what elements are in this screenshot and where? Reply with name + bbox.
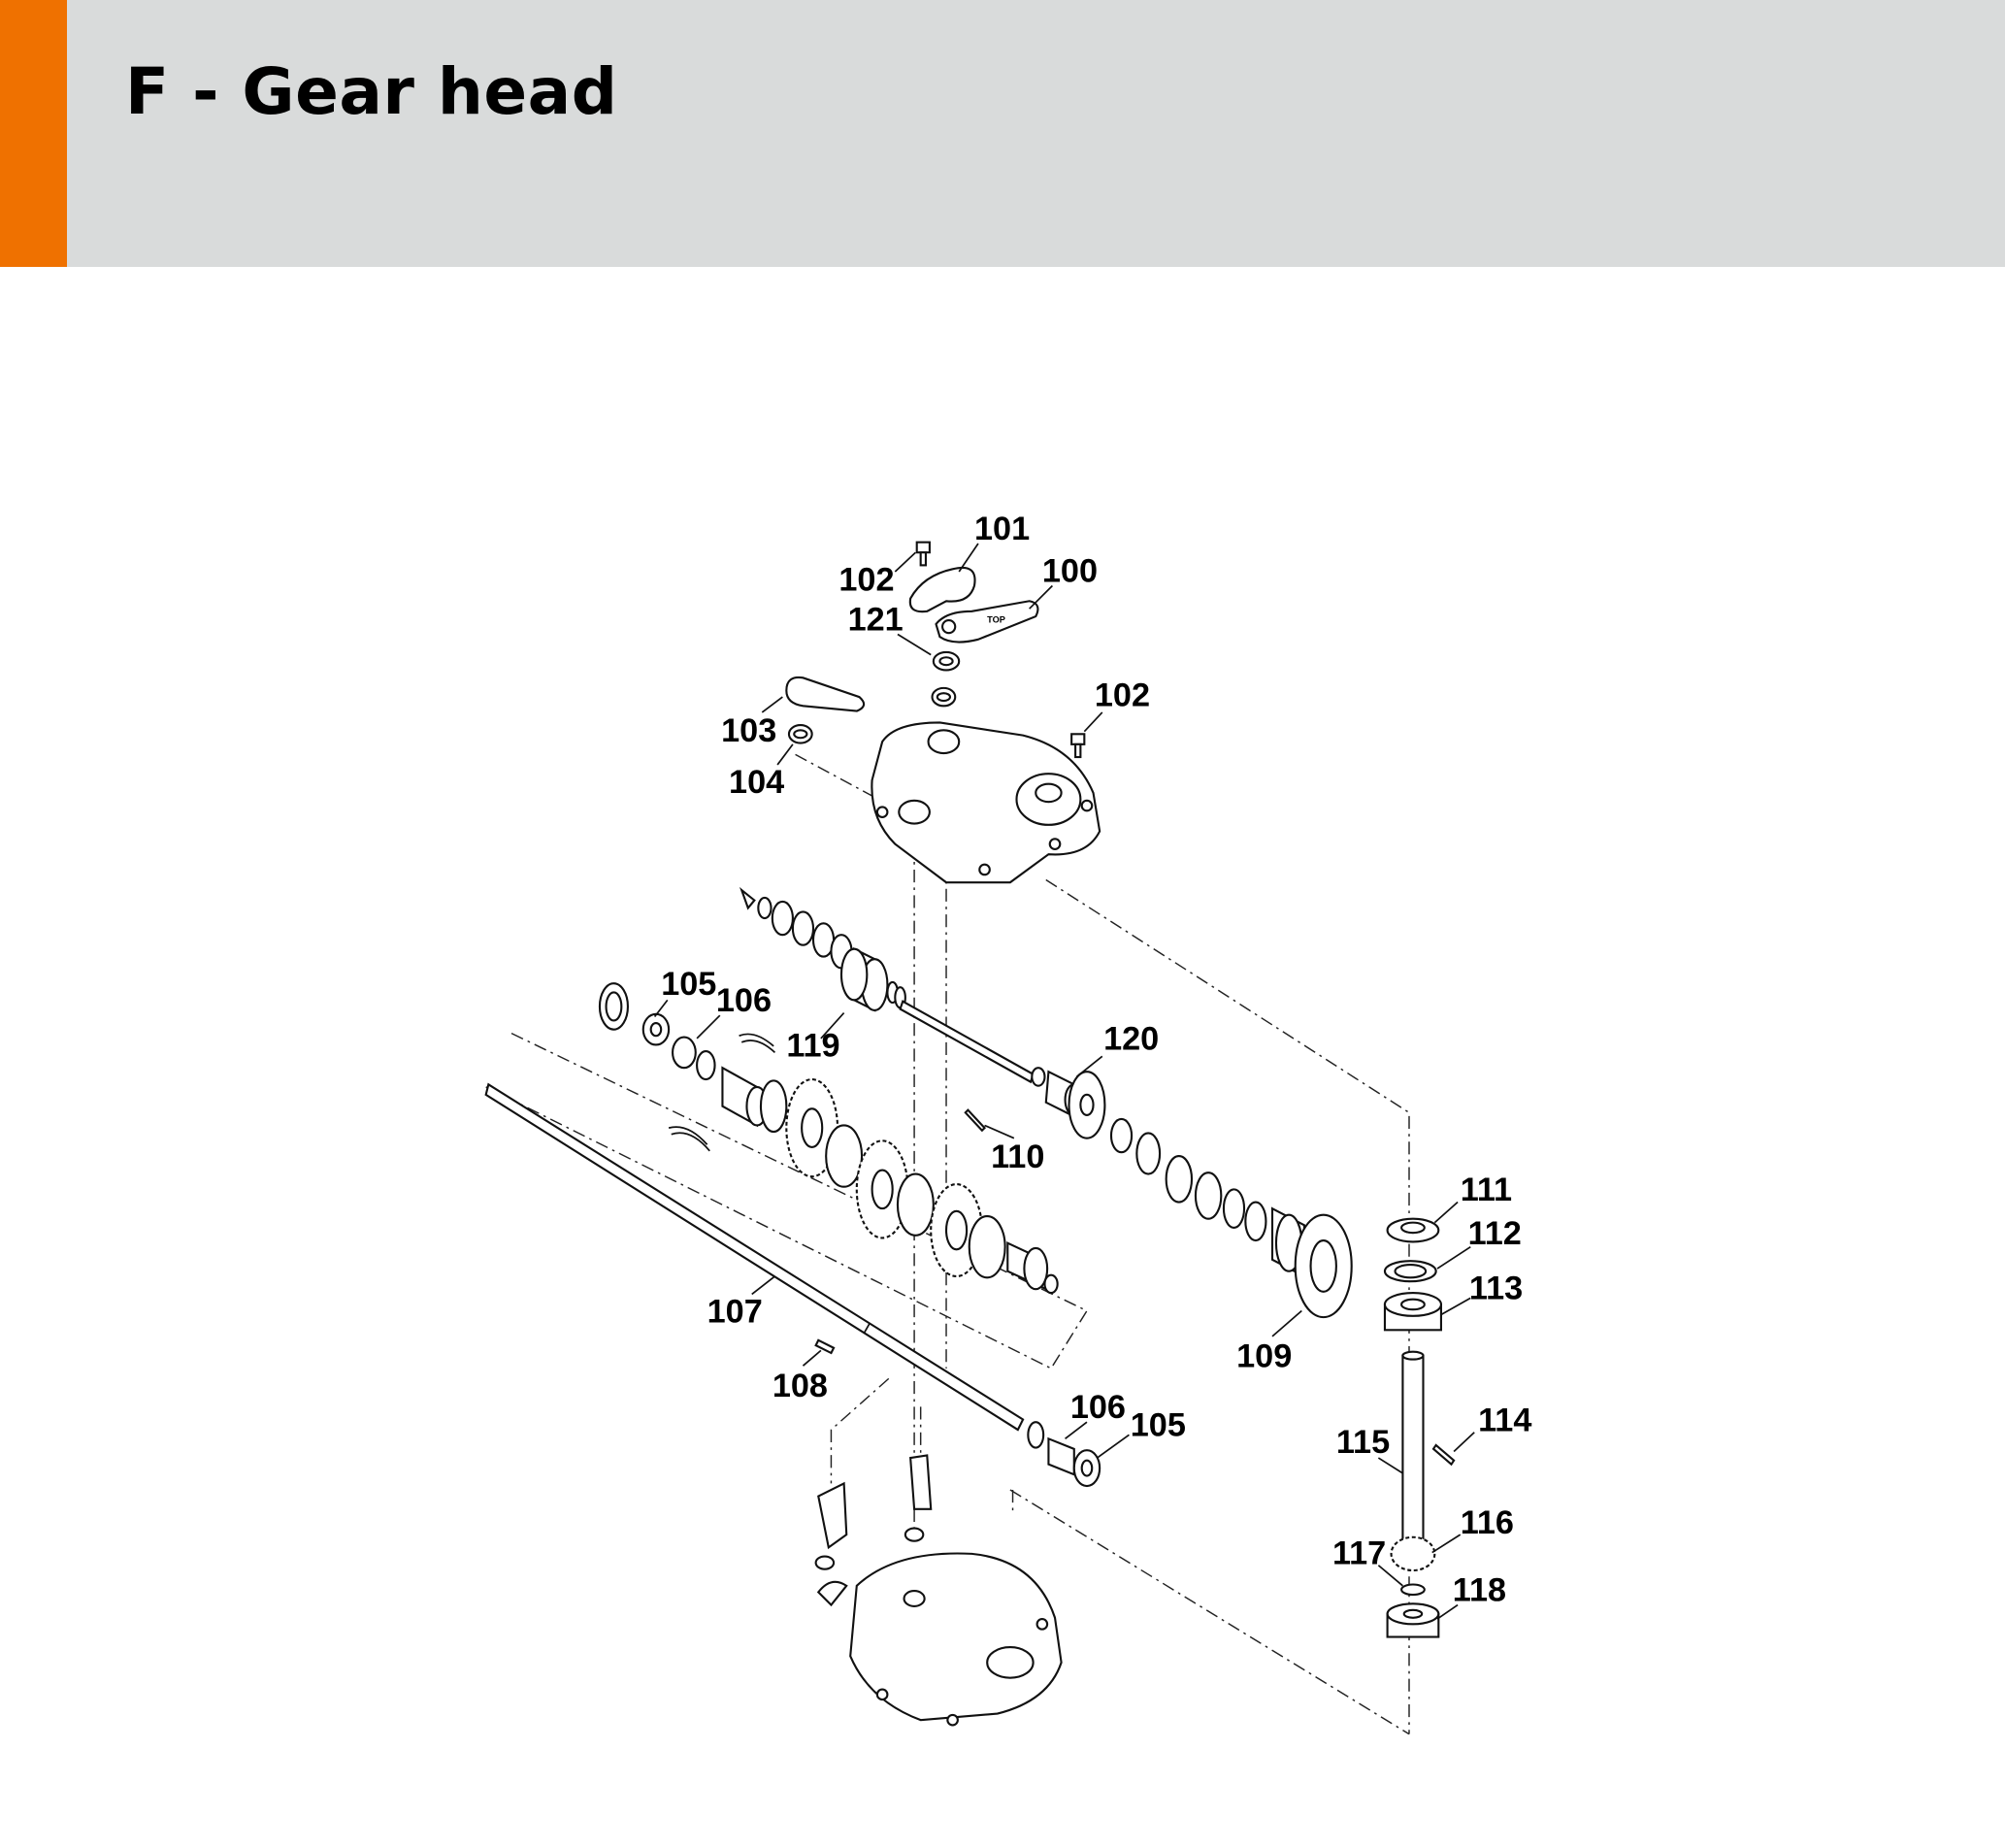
pin-110 [964,1108,987,1133]
bracket-101 [908,566,976,613]
ring-121 [931,650,961,708]
callout-110: 110 [991,1138,1044,1175]
callout-115: 115 [1336,1424,1390,1461]
gears-left [759,1078,1059,1295]
page-title: F - Gear head [125,54,618,129]
bolt-102-right [1070,733,1086,759]
callout-102: 102 [838,562,894,599]
bearing-105-106-right [1027,1421,1101,1488]
callout-100: 100 [1042,553,1098,590]
header-band [0,0,2005,267]
parts-120 [1031,1067,1106,1139]
accent-bar [0,0,67,267]
callout-105b: 105 [1131,1407,1186,1444]
spacer-106-left [672,1036,716,1081]
callout-108: 108 [772,1368,828,1404]
vertical-shaft-stack [1383,1217,1456,1638]
shaft-assembly-119 [739,886,1035,1084]
callout-105: 105 [661,966,716,1003]
leader-lines [653,543,1475,1620]
callout-112: 112 [1468,1215,1522,1252]
callout-104: 104 [729,764,784,801]
callout-121: 121 [848,602,904,639]
ring-104 [787,724,813,744]
spline-hub [721,1066,769,1128]
shaft-107 [484,1082,1025,1432]
lever-100: TOP [935,600,1039,644]
bearing-105-left [598,982,671,1046]
lever-stamp: TOP [987,615,1005,625]
callout-labels: 101 102 100 121 102 103 104 105 106 119 … [661,511,1531,1609]
callout-120: 120 [1103,1021,1159,1058]
callout-107: 107 [707,1293,763,1330]
callout-102b: 102 [1095,676,1150,713]
callout-111: 111 [1461,1172,1512,1208]
callout-119: 119 [786,1027,839,1064]
clips [668,1033,776,1152]
callout-113: 113 [1469,1270,1523,1307]
bolt-102-top [915,541,931,567]
callout-116: 116 [1461,1504,1514,1541]
callout-106: 106 [716,982,772,1019]
callout-114: 114 [1478,1402,1531,1438]
callout-103: 103 [721,712,776,749]
callout-109: 109 [1236,1338,1292,1375]
lever-103 [785,676,866,712]
key-108 [814,1338,836,1355]
upper-housing [871,721,1101,884]
callout-101: 101 [974,511,1030,547]
gear-chain-109 [1109,1117,1353,1319]
callout-117: 117 [1332,1534,1386,1571]
callout-106b: 106 [1070,1389,1126,1426]
lower-housing [814,1454,1063,1727]
callout-118: 118 [1453,1572,1506,1609]
